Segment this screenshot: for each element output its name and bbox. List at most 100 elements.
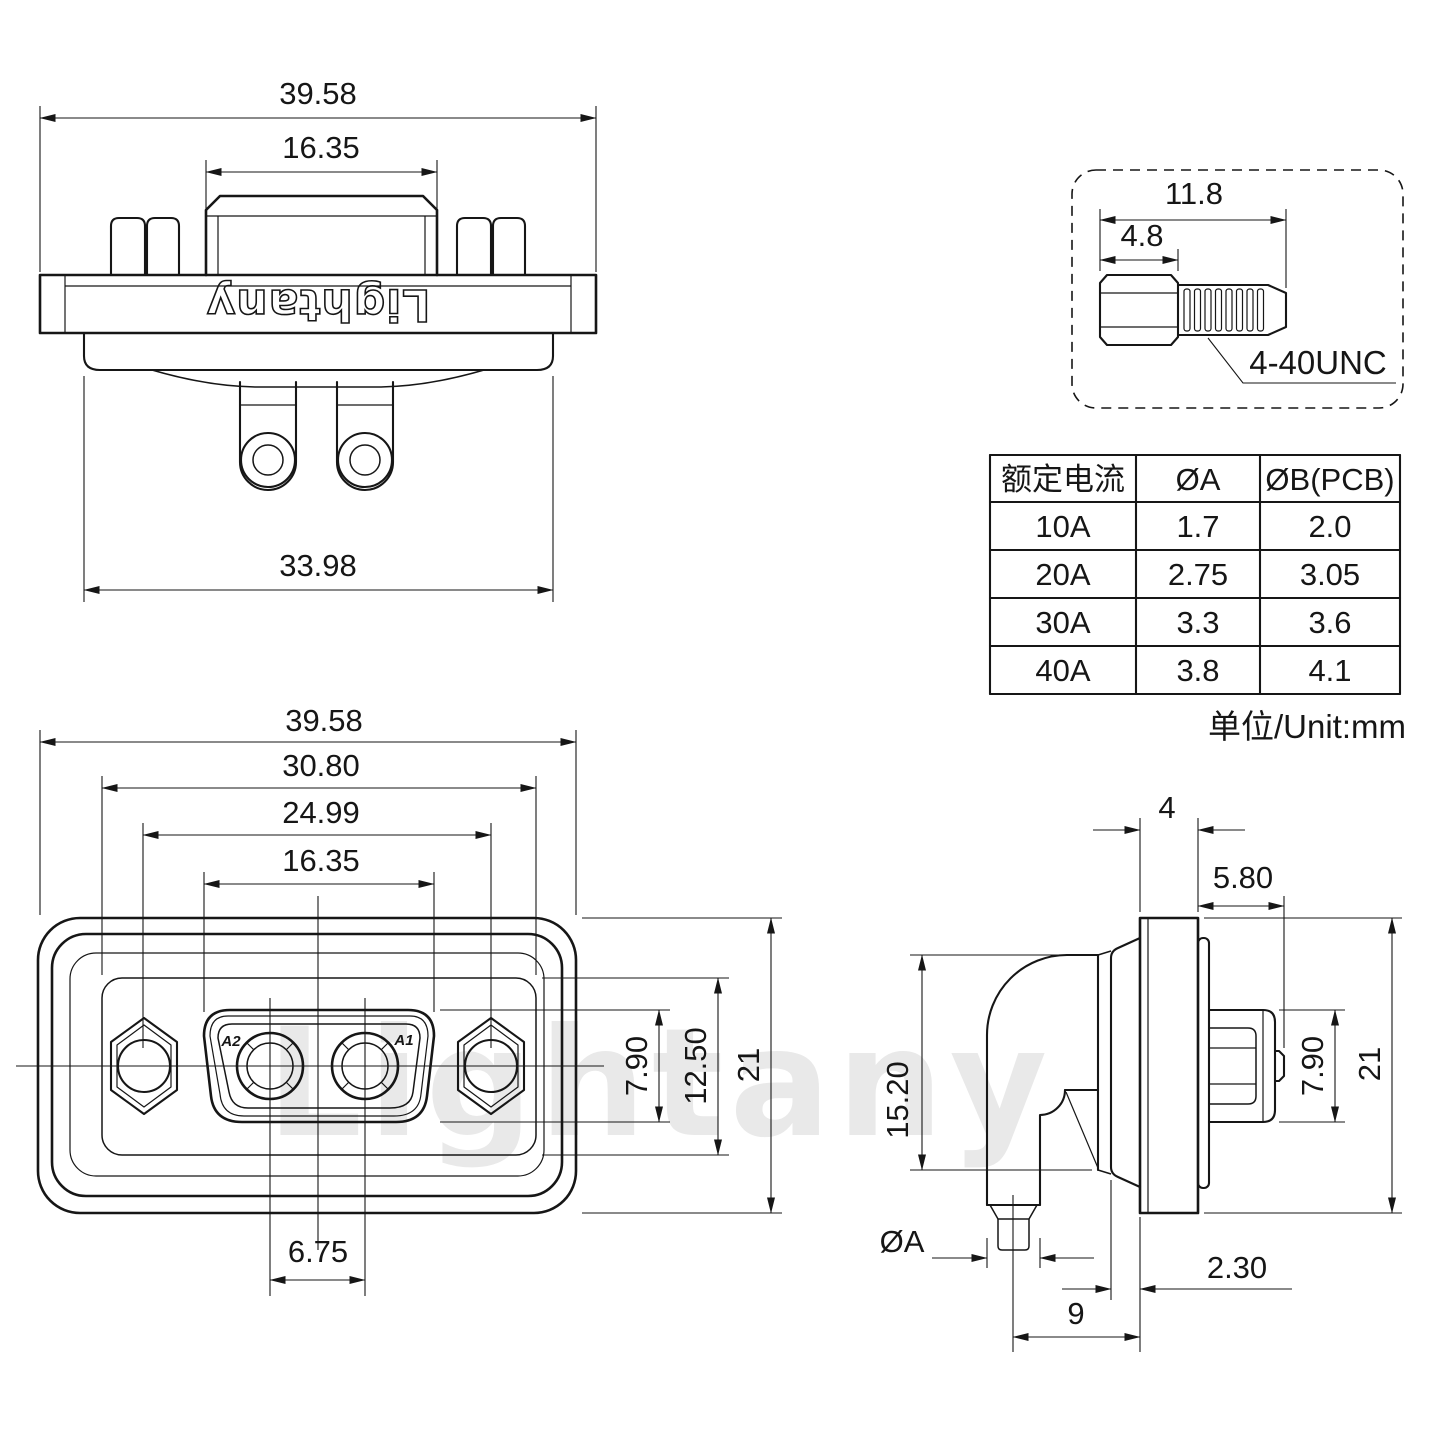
thread-ridge — [1193, 288, 1202, 332]
cell-current: 10A — [1035, 509, 1090, 544]
jackscrew-hole — [116, 1038, 172, 1094]
dim-side-body-height: 15.20 — [880, 1061, 915, 1139]
cell-current: 40A — [1035, 653, 1090, 688]
dim-side-pin-diameter-label: ØA — [880, 1224, 925, 1259]
rear-terminal-left-hole-outer — [239, 431, 297, 489]
side-elbow-inner — [1038, 1088, 1067, 1207]
side-view: 4 5.80 — [880, 790, 1402, 1352]
unit-note: 单位/Unit:mm — [1208, 708, 1406, 745]
hex-nut-outer — [109, 1016, 179, 1116]
thread-ridge — [1214, 288, 1223, 332]
rear-shell-arc — [151, 369, 485, 388]
spec-table: 额定电流 ØA ØB(PCB) 10A 1.7 2.0 20A 2.75 3.0… — [988, 453, 1406, 745]
table-row: 20A 2.75 3.05 — [1035, 557, 1360, 592]
jackscrew-hole — [463, 1038, 519, 1094]
hex-nut-inner — [116, 1024, 172, 1108]
dim-front-flange-height: 21 — [731, 1048, 766, 1082]
thread-ridge — [1246, 288, 1254, 332]
power-contact-a2 — [235, 1031, 305, 1101]
rear-boss-right-a — [455, 216, 493, 277]
brand-stamp: Lightany — [206, 279, 431, 330]
side-screw-cup — [1207, 1008, 1277, 1124]
table-row: 40A 3.8 4.1 — [1035, 653, 1351, 688]
rear-terminal-left — [238, 380, 298, 492]
dim-rear-insert-width: 16.35 — [282, 130, 360, 165]
rear-flange — [38, 273, 598, 335]
screw-thread-shank — [1176, 283, 1288, 337]
front-gasket — [69, 952, 545, 1177]
dim-side-pin-offset: 9 — [1067, 1296, 1084, 1331]
rear-boss-right-b — [491, 216, 527, 277]
cell-dia-a: 3.3 — [1176, 605, 1219, 640]
dim-side-screw-height: 7.90 — [1295, 1036, 1330, 1096]
contact-bore — [341, 1042, 389, 1090]
contact-tick — [341, 1081, 350, 1090]
contact-tick — [285, 1042, 294, 1051]
cell-dia-b: 3.6 — [1308, 605, 1351, 640]
thread-ridge — [1204, 288, 1212, 332]
thread-ridge — [1183, 288, 1191, 332]
table-row: 10A 1.7 2.0 — [1035, 509, 1351, 544]
rear-terminal-left-hole-inner — [252, 444, 284, 476]
side-screw-hex — [1209, 1027, 1257, 1105]
cell-current: 30A — [1035, 605, 1090, 640]
dim-side-face-offset: 2.30 — [1207, 1250, 1267, 1285]
thread-ridge — [1235, 288, 1244, 332]
cell-dia-b: 3.05 — [1300, 557, 1360, 592]
rear-view: 39.58 16.35 Lightany — [38, 76, 598, 602]
object-line — [1097, 950, 1112, 956]
front-flange-second — [50, 932, 564, 1198]
side-screw-tip — [1273, 1049, 1286, 1083]
dim-front-insert-width: 16.35 — [282, 843, 360, 878]
table-header-dia-b: ØB(PCB) — [1265, 462, 1394, 497]
dim-front-contact-spacing: 6.75 — [288, 1234, 348, 1269]
cell-dia-b: 4.1 — [1308, 653, 1351, 688]
screw-hex-head — [1098, 273, 1180, 347]
rear-boss-left-b — [145, 216, 181, 277]
power-contact-a1 — [330, 1031, 400, 1101]
contact-ring — [235, 1031, 305, 1101]
object-line — [1065, 1091, 1099, 1169]
dim-rear-overall-width: 39.58 — [279, 76, 357, 111]
dim-front-insert-height: 7.90 — [619, 1036, 654, 1096]
contact-tick — [246, 1042, 255, 1051]
contact-bore — [246, 1042, 294, 1090]
dim-front-overall-width: 39.58 — [285, 703, 363, 738]
side-shroud-plate — [1196, 936, 1211, 1190]
rear-terminal-right — [335, 380, 395, 492]
thread-ridge — [1256, 288, 1265, 332]
side-elbow-outer — [985, 953, 1069, 1207]
dim-front-cutout-height: 12.50 — [678, 1027, 713, 1105]
contact-label-a1: A1 — [393, 1032, 413, 1049]
table-row: 30A 3.3 3.6 — [1035, 605, 1351, 640]
jackscrew-left — [109, 1016, 179, 1116]
table-header-dia-a: ØA — [1176, 462, 1221, 497]
contact-tick — [380, 1081, 389, 1090]
contact-tick — [246, 1081, 255, 1090]
cell-dia-b: 2.0 — [1308, 509, 1351, 544]
dim-side-screw-protrusion: 5.80 — [1213, 860, 1273, 895]
dim-screw-head-length: 4.8 — [1120, 218, 1163, 253]
watermark-text: Lightany — [267, 997, 1054, 1171]
front-insert-face — [217, 1023, 421, 1109]
contact-tick — [285, 1081, 294, 1090]
rear-insert-outline — [204, 194, 439, 277]
rear-terminal-right-hole-inner — [349, 444, 381, 476]
cell-dia-a: 1.7 — [1176, 509, 1219, 544]
dim-side-flange-height: 21 — [1352, 1047, 1387, 1081]
hex-nut-inner — [463, 1024, 519, 1108]
dim-rear-body-width: 33.98 — [279, 548, 357, 583]
rear-boss-left-a — [109, 216, 147, 277]
side-flange — [1138, 916, 1200, 1215]
contact-tick — [380, 1042, 389, 1051]
cell-dia-a: 2.75 — [1168, 557, 1228, 592]
rear-terminal-right-hole-outer — [336, 431, 394, 489]
dim-front-mount-width: 30.80 — [282, 748, 360, 783]
jackscrew-right — [456, 1016, 526, 1116]
front-insert-mid — [209, 1015, 429, 1117]
front-insert-outer — [202, 1008, 436, 1124]
screw-detail: 11.8 4.8 4-40UNC — [1071, 169, 1404, 409]
cell-dia-a: 3.8 — [1176, 653, 1219, 688]
